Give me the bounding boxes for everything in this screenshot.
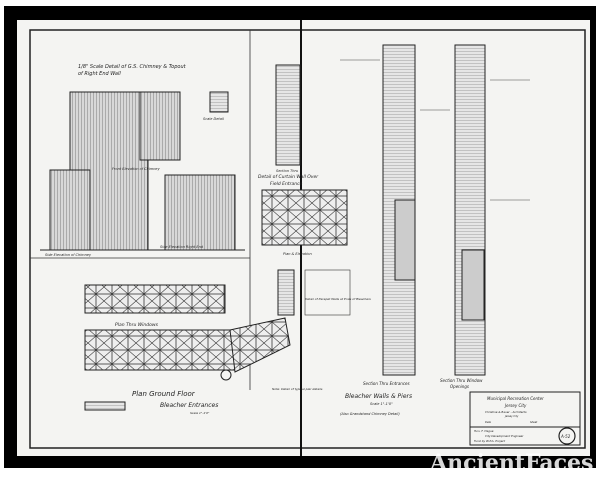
label-side-elevation-right: Side Elevation Right End xyxy=(160,245,204,249)
title-block-wpa: Fund by W.P.A. Project xyxy=(474,439,506,443)
sheet-border xyxy=(29,29,586,449)
label-section-thru: Section Thru xyxy=(276,169,299,173)
title-block-line4: Jersey City xyxy=(504,414,519,418)
label-scale-walls: Scale 1"-1'0" xyxy=(370,402,393,406)
label-side-elevation-chimney: Side Elevation of Chimney xyxy=(45,253,92,257)
label-section-entrances: Section Thru Entrances xyxy=(363,381,410,386)
label-section-window: Section Thru Window xyxy=(440,378,483,383)
plan-thru-windows xyxy=(84,284,226,314)
title-block-date: Date xyxy=(485,420,491,424)
title-block-city: Jersey City xyxy=(504,403,527,408)
label-bleacher-walls: Bleacher Walls & Piers xyxy=(345,393,412,400)
title-block-mayor: Hon. F. Hague xyxy=(474,429,494,433)
watermark: AncientFaces xyxy=(429,450,593,476)
title-chimney-detail: 1/8" Scale Detail of G.S. Chimney & Topo… xyxy=(78,64,187,70)
title-block-sheet: Sheet xyxy=(530,420,538,424)
label-parapet: Detail of Parapet Walls at Ends of Bleac… xyxy=(305,297,371,301)
front-elevation xyxy=(139,91,181,161)
label-plan-ground-floor: Plan Ground Floor xyxy=(132,390,196,398)
title-chimney-detail-2: of Right End Wall xyxy=(78,71,121,77)
title-block-engineer: City Development Engineer xyxy=(485,434,524,438)
label-also: (Also Grandstand Chimney Detail) xyxy=(340,412,400,416)
label-note: Note: Detail of typical pier details xyxy=(272,387,323,391)
section-column xyxy=(275,64,301,166)
scale-detail xyxy=(209,91,229,113)
plan-ground-floor xyxy=(84,329,236,371)
label-scale-plan: Scale 1"-1'0" xyxy=(190,411,210,415)
title-block-architects: Christine & Bauer - Architects xyxy=(485,410,527,414)
sheet-number-circle xyxy=(558,427,576,445)
label-curtain-wall-2: Field Entrance xyxy=(270,181,303,187)
sheet-number: A-52 xyxy=(560,434,571,439)
curtain-wall-detail xyxy=(261,189,348,246)
title-block-project: Municipal Recreation Center xyxy=(487,396,544,401)
label-plan-thru-windows: Plan Thru Windows xyxy=(115,322,159,328)
label-plan-elevation: Plan & Elevation xyxy=(283,252,312,256)
label-section-window-2: Openings xyxy=(450,384,469,389)
label-curtain-wall: Detail of Curtain Wall Over xyxy=(258,174,319,180)
label-scale-detail: Scale Detail xyxy=(203,117,224,121)
label-bleacher-entrances: Bleacher Entrances xyxy=(160,402,218,409)
section-thru-window xyxy=(454,44,486,376)
side-elevation-right xyxy=(164,174,236,251)
label-front-elevation: Front Elevation of Chimney xyxy=(112,167,161,171)
